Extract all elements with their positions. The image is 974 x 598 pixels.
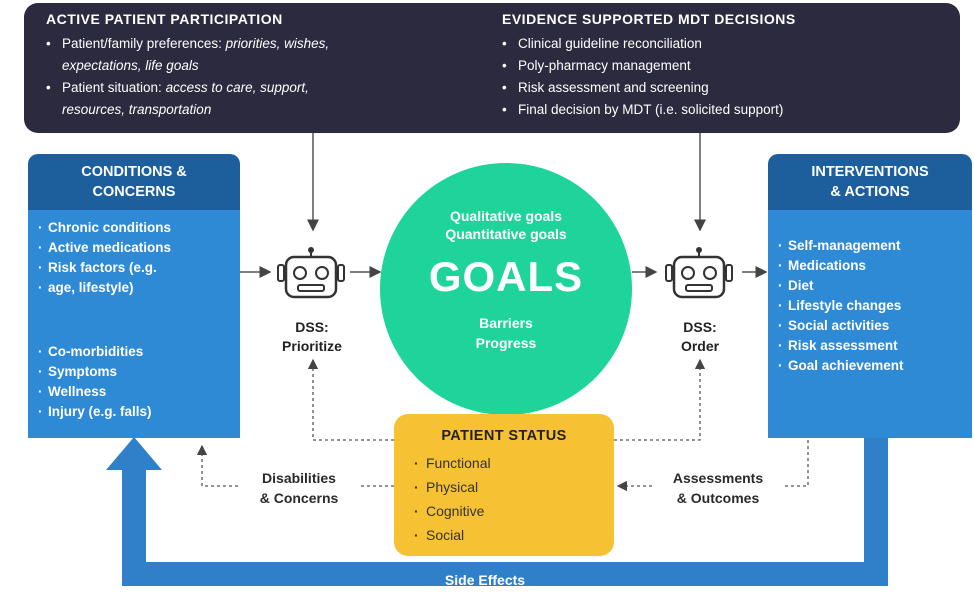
qualitative-goals-label: Qualitative goals xyxy=(449,208,563,224)
goals-title: GOALS xyxy=(428,253,584,300)
list-item: Chronic conditions xyxy=(38,218,234,238)
list-item: Patient situation: access to care, suppo… xyxy=(46,77,496,121)
list-item: Self-management xyxy=(778,236,966,256)
list-item: Patient/family preferences: priorities, … xyxy=(46,33,496,77)
list-item: Social activities xyxy=(778,316,966,336)
list-item: Medications xyxy=(778,256,966,276)
list-item: Risk assessment xyxy=(778,336,966,356)
list-item: age, lifestyle) xyxy=(38,278,234,298)
list-item: Physical xyxy=(414,475,491,499)
interventions-actions-panel: INTERVENTIONS & ACTIONS Self-management … xyxy=(768,154,972,438)
list-item: Active medications xyxy=(38,238,234,258)
interventions-actions-header: INTERVENTIONS & ACTIONS xyxy=(768,154,972,210)
barriers-label: Barriers xyxy=(479,315,533,331)
list-item: Final decision by MDT (i.e. solicited su… xyxy=(502,99,954,121)
list-item: Lifestyle changes xyxy=(778,296,966,316)
list-item: Co-morbidities xyxy=(38,342,234,362)
disabilities-concerns-label: Disabilities & Concerns xyxy=(259,470,339,506)
patient-status-list: Functional Physical Cognitive Social xyxy=(414,451,491,547)
list-item: Risk factors (e.g. xyxy=(38,258,234,278)
conditions-concerns-body: Chronic conditions Active medications Ri… xyxy=(28,210,240,438)
list-item: Diet xyxy=(778,276,966,296)
progress-label: Progress xyxy=(475,335,537,351)
patient-status-box: PATIENT STATUS Functional Physical Cogni… xyxy=(394,414,614,556)
interventions-actions-body: Self-management Medications Diet Lifesty… xyxy=(768,210,972,438)
list-item: Goal achievement xyxy=(778,356,966,376)
top-banner: ACTIVE PATIENT PARTICIPATION Patient/fam… xyxy=(24,3,960,133)
interventions-list: Self-management Medications Diet Lifesty… xyxy=(778,236,966,376)
list-item: Social xyxy=(414,523,491,547)
robot-icon-left xyxy=(277,247,345,299)
evidence-supported-mdt-list: Clinical guideline reconciliation Poly-p… xyxy=(502,33,954,121)
goals-circle: Qualitative goals Quantitative goals GOA… xyxy=(380,163,632,415)
evidence-supported-mdt-title: EVIDENCE SUPPORTED MDT DECISIONS xyxy=(502,11,796,27)
dss-order-label: DSS: Order xyxy=(680,319,720,354)
active-patient-participation-list: Patient/family preferences: priorities, … xyxy=(46,33,496,121)
list-item: Poly-pharmacy management xyxy=(502,55,954,77)
list-item: Wellness xyxy=(38,382,234,402)
dss-prioritize-label: DSS: Prioritize xyxy=(282,319,342,354)
list-item: Functional xyxy=(414,451,491,475)
robot-icon-right xyxy=(665,247,733,299)
patient-status-title: PATIENT STATUS xyxy=(441,428,567,444)
list-item: Clinical guideline reconciliation xyxy=(502,33,954,55)
list-item: Symptoms xyxy=(38,362,234,382)
conditions-concerns-header: CONDITIONS & CONCERNS xyxy=(28,154,240,210)
conditions-concerns-panel: CONDITIONS & CONCERNS Chronic conditions… xyxy=(28,154,240,438)
list-item: Cognitive xyxy=(414,499,491,523)
quantitative-goals-label: Quantitative goals xyxy=(445,226,567,242)
conditions-list-top: Chronic conditions Active medications Ri… xyxy=(38,218,234,298)
list-item: Injury (e.g. falls) xyxy=(38,402,234,422)
assessments-outcomes-label: Assessments & Outcomes xyxy=(672,470,764,506)
side-effects-label: Side Effects xyxy=(444,572,526,588)
list-item: Risk assessment and screening xyxy=(502,77,954,99)
active-patient-participation-title: ACTIVE PATIENT PARTICIPATION xyxy=(46,11,283,27)
conditions-list-bottom: Co-morbidities Symptoms Wellness Injury … xyxy=(38,342,234,422)
